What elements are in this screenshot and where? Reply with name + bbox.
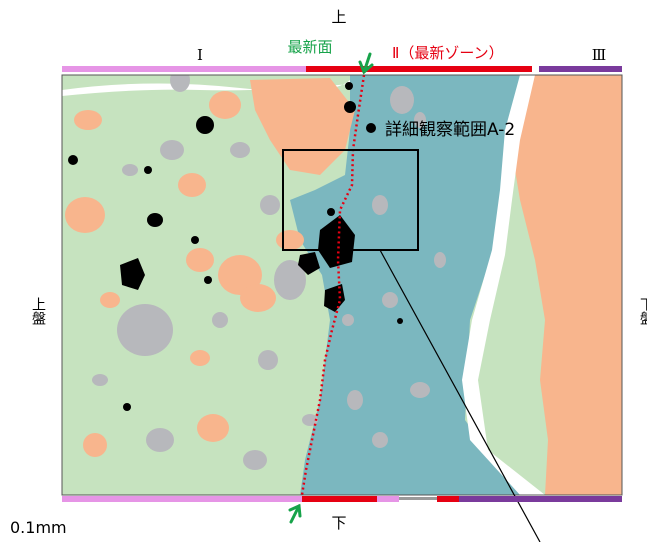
zone-1-bar-top (62, 66, 306, 72)
zone-gap-bottom (399, 497, 437, 500)
left-wall-label: 上盤 (30, 297, 46, 325)
scale-label: 0.1mm (10, 518, 67, 537)
observation-range-box (282, 149, 419, 251)
section-frame (61, 74, 623, 496)
zone-gap-top (532, 66, 539, 72)
host-rock-right (510, 75, 622, 495)
top-label: 上 (331, 8, 346, 26)
zone-2-bar-bottom-b (437, 496, 459, 502)
orange-clasts (65, 91, 304, 457)
zone-2-bar-top (306, 66, 532, 72)
opaque-grains (68, 82, 403, 411)
void-fracture (462, 75, 545, 495)
zone-1-label: Ⅰ (197, 46, 203, 64)
zone-3-bar-bottom (459, 496, 622, 502)
zone-3-bar-top (539, 66, 622, 72)
newest-surface-arrow-top (358, 52, 374, 75)
zone-2-bar-bottom (302, 496, 377, 502)
observation-bullet (366, 123, 376, 133)
zone-1-bar-bottom (62, 496, 302, 502)
right-wall-label: 下盤 (638, 297, 647, 325)
newest-surface-label: 最新面 (287, 38, 332, 56)
zone-3-label: Ⅲ (592, 46, 606, 64)
top-fracture (62, 80, 350, 96)
observation-range-label: 詳細観察範囲A-2 (385, 120, 515, 140)
newest-surface-arrow-bottom (288, 503, 302, 524)
newest-zone-region (290, 75, 520, 495)
observation-leader-line (379, 249, 541, 542)
zone-1-bar-bottom-b (377, 496, 399, 502)
zone-2-label: Ⅱ（最新ゾーン） (392, 44, 504, 62)
bottom-label: 下 (331, 514, 346, 532)
gray-clasts (92, 75, 446, 470)
